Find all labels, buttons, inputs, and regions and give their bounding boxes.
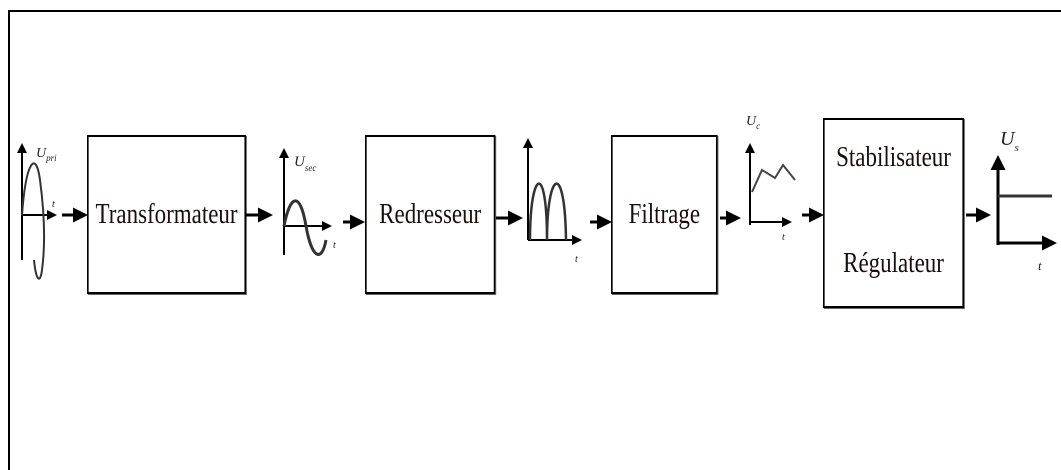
- rectifier-block: Redresseur: [365, 135, 496, 294]
- sec-sine-wave: [282, 199, 328, 256]
- time-label: t: [575, 254, 578, 265]
- input-waveform-graph: Upri t: [17, 143, 57, 280]
- diagram-frame: [8, 10, 1061, 470]
- time-label: t: [1038, 258, 1042, 273]
- u-s-label: Us: [1000, 128, 1019, 154]
- filtered-waveform-graph: Uc t: [745, 114, 796, 243]
- time-label: t: [782, 232, 785, 243]
- output-waveform-graph: Us t: [990, 128, 1057, 273]
- filtered-wave: [751, 163, 796, 193]
- stabilizer-regulator-block: Stabilisateur Régulateur: [823, 118, 965, 308]
- time-label: t: [333, 240, 336, 251]
- regulator-label: Régulateur: [843, 248, 944, 279]
- rectifier-label: Redresseur: [379, 198, 482, 230]
- rectified-waveform-graph: t: [523, 138, 582, 265]
- u-sec-label: Usec: [294, 154, 316, 173]
- rectified-wave: [528, 182, 568, 241]
- sine-wave: [21, 162, 46, 280]
- time-label: t: [52, 199, 55, 210]
- u-c-label: Uc: [746, 114, 760, 131]
- stabilizer-label: Stabilisateur: [836, 142, 951, 173]
- filter-label: Filtrage: [628, 198, 701, 230]
- u-pri-label: Upri: [36, 146, 57, 163]
- transformer-block: Transformateur: [87, 135, 247, 294]
- filter-block: Filtrage: [611, 135, 718, 294]
- secondary-waveform-graph: Usec t: [279, 148, 336, 256]
- transformer-label: Transformateur: [95, 198, 238, 230]
